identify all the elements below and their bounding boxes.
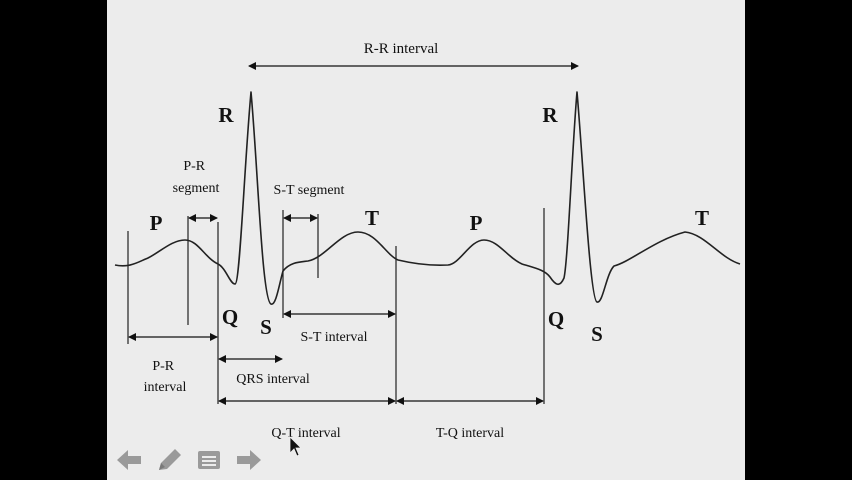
st-segment-label: S-T segment xyxy=(274,183,345,198)
pr-segment-label: P-R segment xyxy=(173,159,220,196)
q-point-label-2: Q xyxy=(548,307,564,331)
pen-icon xyxy=(159,449,181,470)
s-point-label-2: S xyxy=(591,322,603,346)
p-wave-label-2: P xyxy=(470,211,483,235)
s-point-label-1: S xyxy=(260,315,272,339)
st-interval-label: S-T interval xyxy=(300,330,367,345)
p-wave-label-1: P xyxy=(150,211,163,235)
arrow-right-icon xyxy=(237,450,261,470)
rr-interval-label: R-R interval xyxy=(364,41,439,57)
slide-controls xyxy=(113,446,265,474)
slide-menu-button[interactable] xyxy=(193,446,225,474)
t-wave-label-1: T xyxy=(365,206,379,230)
mouse-cursor-icon xyxy=(289,436,302,457)
pr-interval-label: P-R interval xyxy=(144,359,187,395)
tq-interval-label: T-Q interval xyxy=(436,426,504,441)
menu-icon xyxy=(198,451,220,469)
r-peak-label-2: R xyxy=(542,103,558,127)
interval-arrows xyxy=(128,62,579,405)
ecg-waveform xyxy=(114,91,741,305)
pen-tool-button[interactable] xyxy=(153,446,185,474)
r-peak-label-1: R xyxy=(218,103,234,127)
t-wave-label-2: T xyxy=(695,206,709,230)
vertical-markers xyxy=(127,208,545,404)
qrs-interval-label: QRS interval xyxy=(236,372,310,387)
qt-interval-label: Q-T interval xyxy=(271,426,340,441)
q-point-label-1: Q xyxy=(222,305,238,329)
previous-slide-button[interactable] xyxy=(113,446,145,474)
arrow-left-icon xyxy=(117,450,141,470)
next-slide-button[interactable] xyxy=(233,446,265,474)
